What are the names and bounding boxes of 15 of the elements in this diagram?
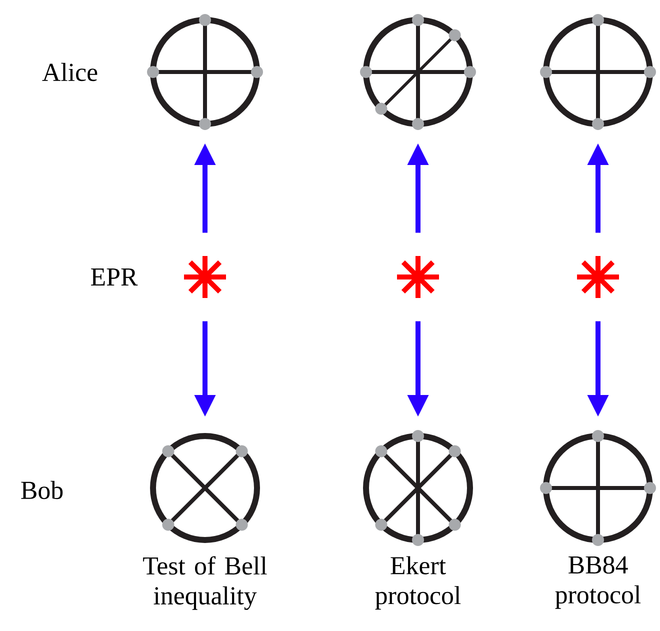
measurement-dial bbox=[147, 14, 263, 130]
measurement-dial bbox=[150, 433, 260, 543]
side-label: EPR bbox=[91, 268, 138, 286]
node-label: Test of Bell inequality bbox=[143, 556, 267, 610]
side-label: Bob bbox=[21, 480, 63, 500]
node-label: BB84 protocol bbox=[555, 556, 641, 609]
side-label: Alice bbox=[42, 62, 98, 82]
asterisk-icon bbox=[184, 256, 226, 298]
measurement-dial bbox=[363, 430, 473, 546]
asterisk-icon bbox=[577, 256, 619, 298]
measurement-dial bbox=[540, 430, 656, 546]
node-label: Ekert protocol bbox=[375, 556, 461, 610]
measurement-dial bbox=[360, 14, 476, 130]
measurement-dial bbox=[540, 14, 656, 130]
asterisk-icon bbox=[397, 256, 439, 298]
